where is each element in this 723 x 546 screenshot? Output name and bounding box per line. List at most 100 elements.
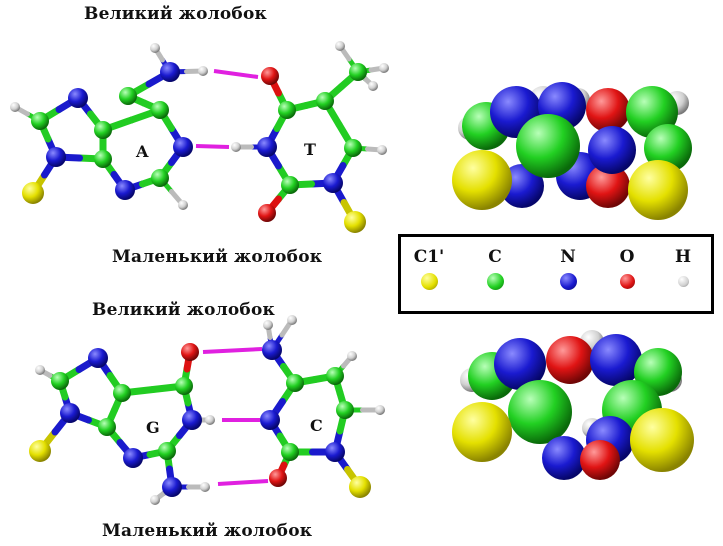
sphere-carbon	[644, 124, 692, 172]
at-ball-stick-model: A T	[10, 41, 389, 233]
sphere-oxygen	[586, 88, 630, 132]
sphere-oxygen	[586, 164, 630, 208]
base-label-t: T	[304, 140, 316, 159]
atom-c1prime	[349, 476, 371, 498]
base-label-c: C	[310, 416, 323, 435]
atom-hydrogen	[198, 66, 208, 76]
atom-hydrogen	[150, 495, 160, 505]
sphere-c1prime	[630, 408, 694, 472]
atom-hydrogen	[263, 320, 273, 330]
hydrogen-bond	[195, 144, 230, 149]
atom-nitrogen	[325, 442, 345, 462]
sphere-nitrogen	[542, 436, 586, 480]
atom-nitrogen	[262, 340, 282, 360]
atom-hydrogen	[375, 405, 385, 415]
gc-ball-stick-model: G C	[29, 315, 385, 505]
atom-hydrogen	[10, 102, 20, 112]
legend-label: N	[560, 247, 576, 267]
legend-swatch-hydrogen	[677, 276, 689, 287]
sphere-nitrogen	[590, 334, 642, 386]
atom-carbon	[119, 87, 137, 105]
atom-c1prime	[29, 440, 51, 462]
atom-carbon	[94, 150, 112, 168]
hydrogen-bond	[202, 347, 263, 354]
hydrogen-bond	[217, 479, 269, 486]
atom-nitrogen	[115, 180, 135, 200]
at-hydrogen-bonds	[195, 69, 259, 149]
sphere-oxygen	[580, 440, 620, 480]
atom-carbon	[151, 169, 169, 187]
atom-carbon	[286, 374, 304, 392]
atom-nitrogen	[123, 448, 143, 468]
sphere-oxygen	[546, 336, 594, 384]
atom-hydrogen	[231, 142, 241, 152]
atom-carbon	[51, 372, 69, 390]
minor-groove-label-top: Маленький жолобок	[112, 247, 323, 267]
legend-item-hydrogen: H	[653, 247, 713, 287]
atom-legend: C1' C N O H	[398, 234, 714, 314]
legend-swatch-oxygen	[619, 274, 635, 289]
atom-hydrogen	[379, 63, 389, 73]
atom-hydrogen	[205, 415, 215, 425]
legend-label: O	[619, 247, 635, 267]
atom-nitrogen	[257, 137, 277, 157]
at-atoms	[10, 41, 389, 233]
atom-hydrogen	[35, 365, 45, 375]
atom-nitrogen	[60, 403, 80, 423]
minor-groove-label-bottom: Маленький жолобок	[102, 521, 313, 541]
atom-carbon	[175, 377, 193, 395]
base-label-a: A	[135, 142, 149, 161]
atom-hydrogen	[347, 351, 357, 361]
sphere-c1prime	[452, 150, 512, 210]
atom-carbon	[349, 63, 367, 81]
atom-carbon	[151, 101, 169, 119]
atom-carbon	[281, 443, 299, 461]
sphere-nitrogen	[588, 126, 636, 174]
legend-label: C	[488, 247, 502, 267]
atom-nitrogen	[182, 410, 202, 430]
atom-carbon	[113, 384, 131, 402]
legend-swatch-nitrogen	[559, 273, 577, 290]
sphere-c1prime	[452, 402, 512, 462]
atom-nitrogen	[88, 348, 108, 368]
atom-nitrogen	[260, 410, 280, 430]
atom-carbon	[316, 92, 334, 110]
atom-carbon	[278, 101, 296, 119]
legend-swatch-c1prime	[420, 273, 438, 290]
atom-c1prime	[344, 211, 366, 233]
gc-atoms	[29, 315, 385, 505]
atom-carbon	[94, 121, 112, 139]
gc-space-filling-model	[452, 330, 694, 480]
atom-hydrogen	[200, 482, 210, 492]
atom-hydrogen	[368, 81, 378, 91]
sphere-nitrogen	[494, 338, 546, 390]
atom-oxygen	[269, 469, 287, 487]
atom-carbon	[344, 139, 362, 157]
atom-carbon	[281, 176, 299, 194]
legend-label: C1'	[413, 247, 445, 267]
major-groove-label-top: Великий жолобок	[84, 4, 267, 24]
atom-carbon	[31, 112, 49, 130]
atom-carbon	[98, 418, 116, 436]
major-groove-label-bottom: Великий жолобок	[92, 300, 275, 320]
gc-hydrogen-bonds	[202, 347, 269, 486]
atom-c1prime	[22, 182, 44, 204]
legend-item-carbon: C	[465, 247, 525, 290]
atom-nitrogen	[46, 147, 66, 167]
atom-nitrogen	[160, 62, 180, 82]
atom-oxygen	[261, 67, 279, 85]
legend-item-nitrogen: N	[538, 247, 598, 290]
atom-carbon	[336, 401, 354, 419]
atom-carbon	[326, 367, 344, 385]
atom-oxygen	[258, 204, 276, 222]
sphere-carbon	[508, 380, 572, 444]
atom-hydrogen	[150, 43, 160, 53]
atom-carbon	[158, 442, 176, 460]
at-space-filling-model	[452, 82, 692, 220]
atom-nitrogen	[173, 137, 193, 157]
atom-hydrogen	[335, 41, 345, 51]
legend-label: H	[674, 247, 692, 267]
atom-nitrogen	[323, 173, 343, 193]
legend-swatch-carbon	[486, 273, 504, 290]
